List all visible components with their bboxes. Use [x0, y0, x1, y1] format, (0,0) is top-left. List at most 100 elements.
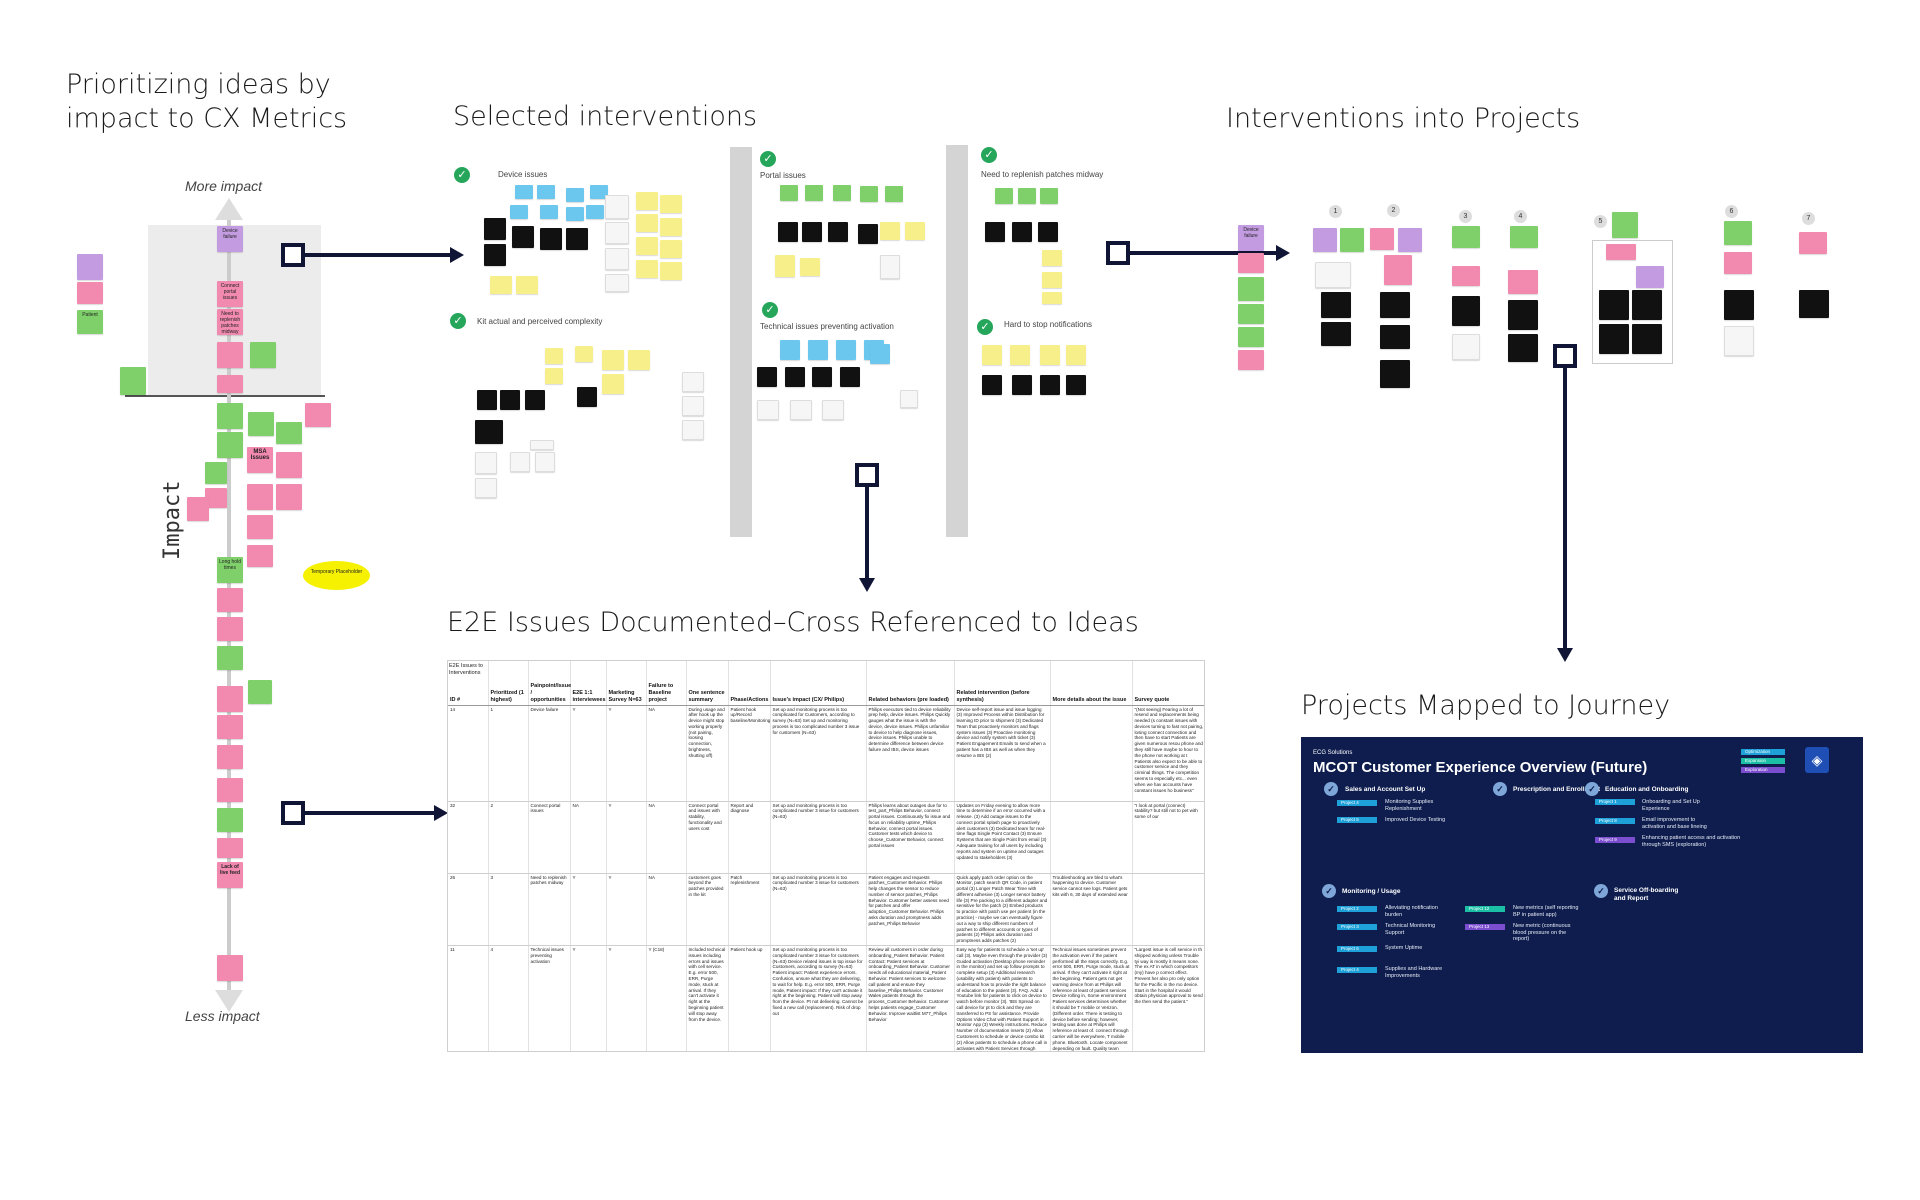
label-technical-issues: Technical issues preventing activation — [760, 322, 894, 331]
board-note — [586, 205, 604, 219]
label-device-issues: Device issues — [498, 170, 548, 179]
table-cell: NA — [646, 705, 687, 802]
board-note — [636, 260, 658, 278]
connector-marker-5 — [1553, 344, 1577, 368]
board-note — [870, 344, 890, 364]
table-cell: "(Not seeing) Fearing a lot of resend an… — [1132, 705, 1204, 802]
project-note — [1724, 326, 1754, 356]
board-note — [858, 224, 878, 244]
project-desc: Improved Device Testing — [1385, 817, 1446, 823]
table-cell: Patient hook up/Record baseline/Monitori… — [728, 705, 771, 802]
project-note — [1321, 292, 1351, 318]
project-note — [1510, 226, 1538, 248]
board-note — [985, 222, 1005, 242]
board-note — [982, 375, 1002, 395]
board-note — [1042, 292, 1062, 304]
impact-region-baseline — [125, 395, 325, 397]
board-note — [757, 400, 779, 420]
label-kit-complexity: Kit actual and perceived complexity — [477, 317, 603, 326]
project-number-5: 5 — [1594, 215, 1607, 228]
board-note — [510, 452, 530, 472]
table-header-cell: More details about the issue — [1050, 661, 1133, 706]
project-note — [1636, 266, 1664, 288]
note-pink-left — [77, 282, 103, 304]
board-note — [885, 186, 903, 202]
project-note — [1799, 290, 1829, 318]
project-note — [1612, 212, 1638, 238]
board-note — [545, 368, 563, 384]
project-note — [1632, 324, 1662, 354]
table-cell: Patch replenishment — [728, 873, 771, 947]
board-note — [660, 262, 682, 280]
board-note — [805, 185, 823, 201]
board-note — [995, 188, 1013, 204]
legend-optimization: Optimization — [1741, 749, 1785, 755]
project-desc: Onboarding and Set Up Experience — [1642, 799, 1700, 812]
board-note — [602, 374, 624, 394]
note-pink-j — [217, 588, 243, 612]
board-note — [1040, 345, 1060, 365]
project-note — [1508, 334, 1538, 362]
project-pill: Project 6 — [1337, 946, 1377, 952]
table-header-cell: One sentence summary — [686, 661, 729, 706]
board-note — [566, 188, 584, 202]
project-note — [1380, 325, 1410, 349]
board-note — [477, 390, 497, 410]
project-note — [1238, 327, 1264, 347]
board-note — [510, 205, 528, 219]
table-cell: Y (C18) — [646, 945, 687, 1051]
connector-line-2 — [305, 811, 436, 815]
table-cell: Philips learns about outages due for to … — [866, 801, 955, 874]
board-note — [905, 222, 925, 240]
note-green-g — [217, 646, 243, 670]
note-lack-of-live-feed: Lack of live feed — [217, 862, 243, 888]
table-cell: customers goes beyond the patches provid… — [686, 873, 729, 947]
note-pink-i — [247, 545, 273, 567]
project-note — [1380, 360, 1410, 388]
phase-1-check-icon: ✓ — [1324, 782, 1338, 796]
note-kit-complexity — [250, 342, 276, 368]
project-note — [1799, 232, 1827, 254]
table-cell: Technical issues preventing activation — [528, 945, 571, 1051]
board-divider-1 — [730, 147, 752, 537]
table-cell: Included technical issues including erro… — [686, 945, 729, 1051]
project-note — [1313, 228, 1337, 252]
table-cell: Connect portal issues — [528, 801, 571, 874]
project-desc: System Uptime — [1385, 945, 1423, 951]
note-pink-n — [217, 745, 243, 769]
phase-3-icon: ✓ — [1585, 782, 1599, 796]
table-cell: Set up and monitoring process is too com… — [770, 945, 867, 1051]
board-note — [1040, 375, 1060, 395]
table-cell: Y — [606, 801, 647, 874]
board-note — [660, 195, 682, 213]
project-note — [1452, 266, 1480, 286]
board-note — [757, 367, 777, 387]
board-divider-2 — [946, 145, 968, 537]
project-note — [1370, 228, 1394, 250]
board-note — [682, 420, 704, 440]
connector-arrow-4 — [859, 578, 875, 592]
board-note — [1012, 375, 1032, 395]
board-note — [800, 258, 820, 276]
project-note — [1724, 221, 1752, 245]
board-note — [900, 390, 918, 408]
table-cell: During usage and after hook up the devic… — [686, 705, 729, 802]
note-green-i — [217, 808, 243, 832]
heading-selected-interventions: Selected interventions — [453, 101, 758, 132]
brand-logo-icon: ◈ — [1805, 747, 1829, 773]
project-pill: Project 9 — [1595, 837, 1635, 843]
board-note — [660, 240, 682, 258]
note-pink-m — [217, 715, 243, 739]
table-cell: 2 — [488, 801, 529, 874]
board-note — [840, 367, 860, 387]
board-note — [833, 185, 851, 201]
project-number-2: 2 — [1387, 204, 1400, 217]
project-note — [1452, 226, 1480, 248]
table-header-cell: Failure to Baseline project — [646, 661, 687, 706]
note-pink-l — [217, 686, 243, 712]
note-pink-h — [247, 515, 273, 539]
check-hard-stop: ✓ — [977, 319, 993, 335]
table-cell — [1050, 705, 1133, 802]
board-note — [1040, 188, 1058, 204]
project-desc: Monitoring Supplies Replenishment — [1385, 799, 1434, 812]
